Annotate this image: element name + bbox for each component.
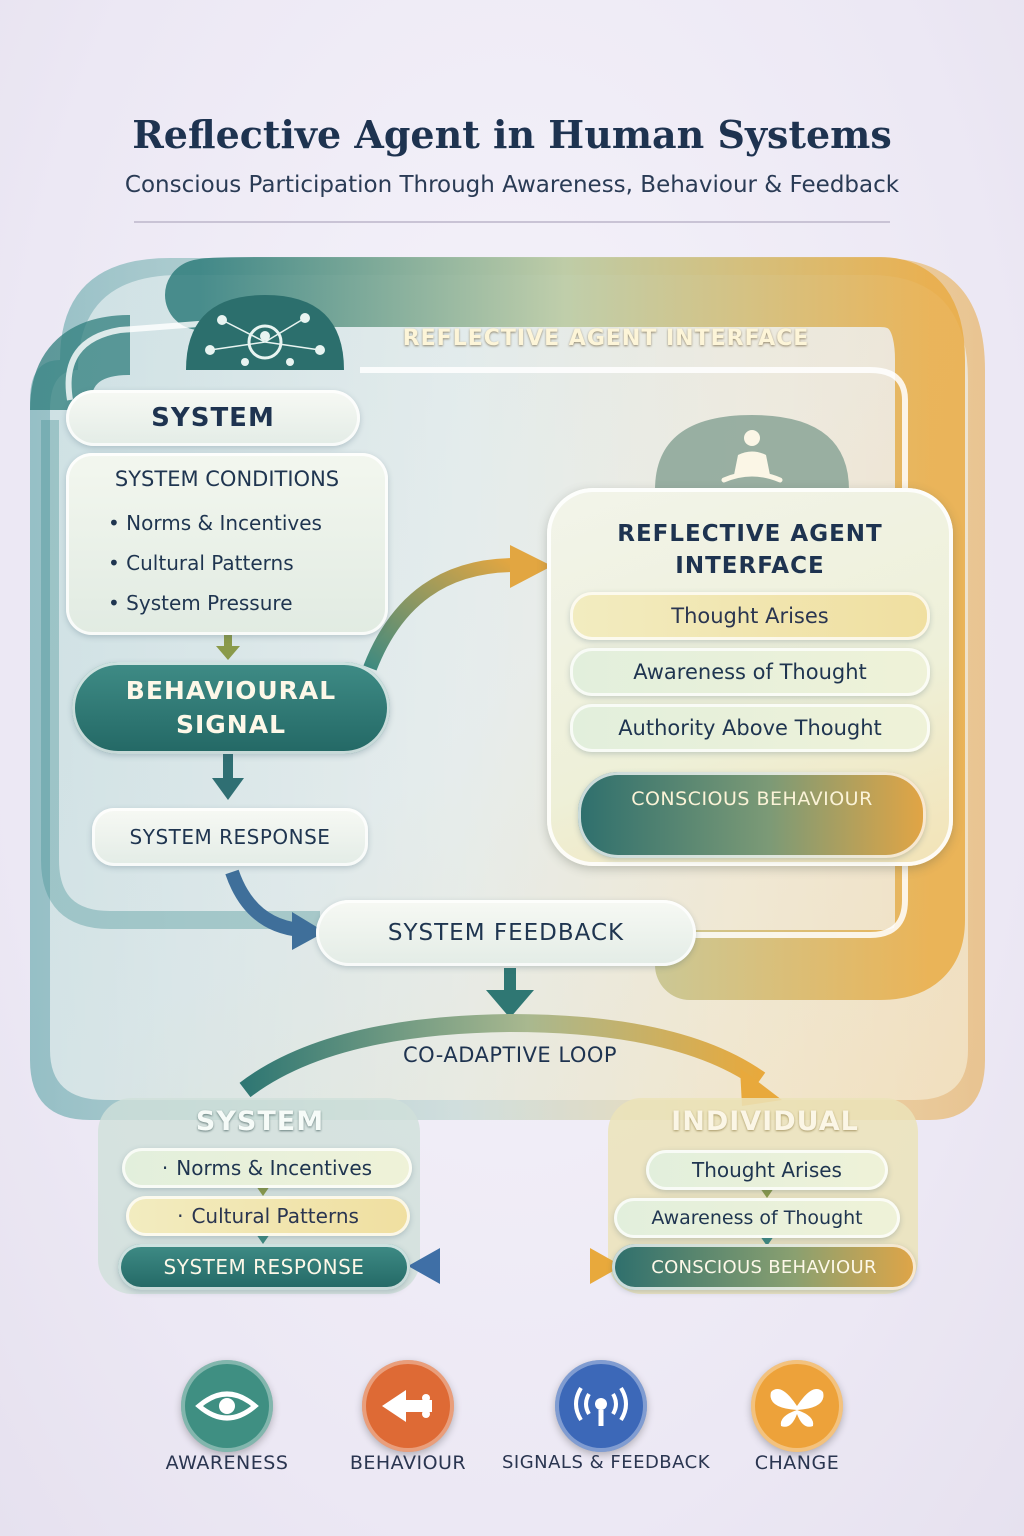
step-text: Thought Arises: [671, 604, 829, 628]
item-text: Cultural Patterns: [191, 1204, 359, 1228]
legend-awareness: [181, 1360, 273, 1452]
system-label-text: SYSTEM: [151, 403, 275, 433]
co-individual-item-thought: Thought Arises: [646, 1150, 888, 1190]
co-system-response-text: SYSTEM RESPONSE: [163, 1255, 365, 1279]
legend-label-signals: SIGNALS & FEEDBACK: [501, 1452, 711, 1473]
system-response: SYSTEM RESPONSE: [92, 808, 368, 866]
response-to-feedback-arrow: [225, 869, 301, 937]
system-conditions-title: SYSTEM CONDITIONS: [114, 467, 340, 491]
meditation-icon: [655, 415, 849, 490]
item-text: Thought Arises: [692, 1158, 842, 1182]
behavioural-signal-line2: SIGNAL: [175, 710, 287, 739]
reflective-agent-title-line1: REFLECTIVE AGENT: [617, 521, 883, 547]
step-awareness: Awareness of Thought: [570, 648, 930, 696]
page-subtitle: Conscious Participation Through Awarenes…: [124, 172, 900, 198]
condition-item: • System Pressure: [108, 591, 293, 615]
legend-behaviour: [362, 1360, 454, 1452]
co-individual-title: INDIVIDUAL: [671, 1106, 859, 1137]
bullet-text: ·: [161, 1156, 169, 1180]
legend-label-awareness: AWARENESS: [165, 1452, 289, 1474]
system-feedback: SYSTEM FEEDBACK: [316, 900, 696, 966]
system-feedback-text: SYSTEM FEEDBACK: [387, 920, 625, 946]
co-system-item-cultural: · Cultural Patterns: [126, 1196, 410, 1236]
condition-text: Cultural Patterns: [126, 551, 294, 575]
conscious-behaviour-text: CONSCIOUS BEHAVIOUR: [631, 788, 873, 810]
bullet-text: ·: [177, 1204, 184, 1228]
co-adaptive-arc: [239, 1013, 766, 1098]
broadcast-icon: [574, 1386, 628, 1426]
co-individual-item-awareness: Awareness of Thought: [614, 1198, 900, 1238]
signal-to-agent-arrow: [363, 558, 516, 671]
condition-text: System Pressure: [126, 591, 293, 615]
item-text: Norms & Incentives: [176, 1156, 373, 1180]
legend-change: [751, 1360, 843, 1452]
co-adaptive-label: CO-ADAPTIVE LOOP: [402, 1043, 618, 1067]
legend-signals: [555, 1360, 647, 1452]
co-individual-behaviour-text: CONSCIOUS BEHAVIOUR: [651, 1256, 877, 1278]
step-text: Awareness of Thought: [633, 660, 867, 684]
system-conditions-box: SYSTEM CONDITIONS • Norms & Incentives •…: [66, 453, 388, 635]
behavioural-signal: BEHAVIOURAL SIGNAL: [72, 662, 390, 754]
main-loop-band: [165, 257, 965, 1000]
condition-item: • Norms & Incentives: [108, 511, 322, 535]
system-label: SYSTEM: [66, 390, 360, 446]
co-individual-behaviour: CONSCIOUS BEHAVIOUR: [612, 1244, 916, 1290]
legend-label-change: CHANGE: [754, 1452, 840, 1474]
butterfly-icon: [770, 1389, 824, 1427]
condition-text: Norms & Incentives: [126, 511, 322, 535]
reflective-agent-title-line2: INTERFACE: [675, 553, 825, 579]
reflective-agent-title: REFLECTIVE AGENT INTERFACE: [547, 518, 953, 582]
page-title: Reflective Agent in Human Systems: [132, 112, 892, 157]
step-authority: Authority Above Thought: [570, 704, 930, 752]
co-system-title: SYSTEM: [195, 1106, 325, 1137]
co-system-response: SYSTEM RESPONSE: [118, 1244, 410, 1290]
reflective-agent-arc-label: REFLECTIVE AGENT INTERFACE: [402, 326, 810, 351]
condition-item: • Cultural Patterns: [108, 551, 294, 575]
conscious-behaviour-top: CONSCIOUS BEHAVIOUR: [578, 772, 926, 858]
co-system-item-norms: · Norms & Incentives: [122, 1148, 412, 1188]
behavioural-signal-line1: BEHAVIOURAL: [125, 676, 337, 705]
system-response-text: SYSTEM RESPONSE: [129, 825, 331, 849]
step-thought-arises: Thought Arises: [570, 592, 930, 640]
arrow-left-icon: [382, 1390, 432, 1422]
legend-label-behaviour: BEHAVIOUR: [349, 1452, 467, 1474]
item-text: Awareness of Thought: [651, 1207, 863, 1229]
step-text: Authority Above Thought: [618, 716, 882, 740]
eye-icon: [195, 1391, 259, 1421]
network-icon: [186, 295, 344, 370]
